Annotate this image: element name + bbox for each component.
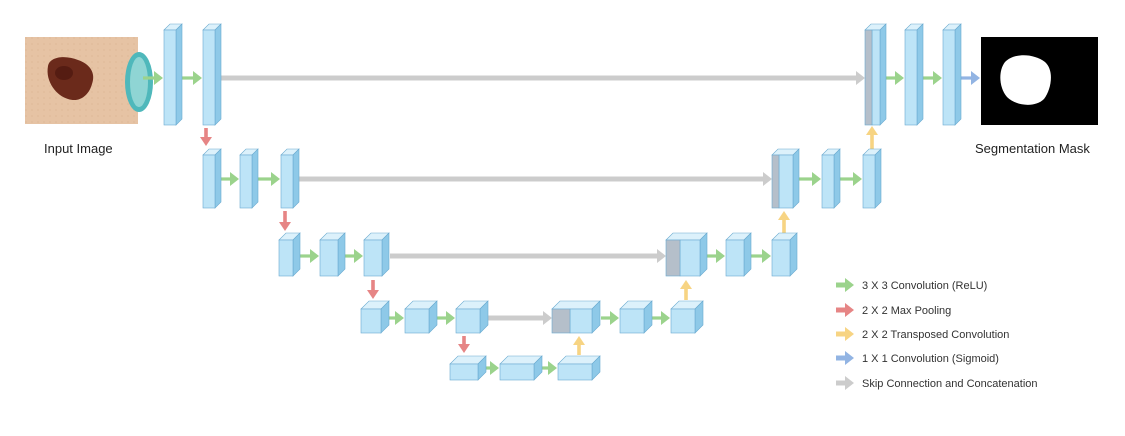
conv-arrow-l3-1 [299, 249, 319, 263]
conv-arrow-l2-2 [258, 172, 280, 186]
legend-up-arrow [836, 327, 854, 341]
block-l2-dec-2 [862, 148, 882, 209]
conv-arrow-l3-4 [751, 249, 771, 263]
block-l3-dec-2 [771, 232, 798, 277]
conv-arrow-l1-2 [885, 71, 904, 85]
legend-item-final: 1 X 1 Convolution (Sigmoid) [836, 351, 999, 365]
up-arrow-l3 [778, 211, 790, 234]
block-l4-enc-3 [455, 300, 489, 334]
block-l2-dec-1 [821, 148, 841, 209]
pool-arrow-l1 [200, 128, 212, 146]
legend-up-label: 2 X 2 Transposed Convolution [862, 329, 1009, 341]
conv-arrow-l5-2 [540, 361, 557, 375]
skip-arrow-l4 [488, 311, 552, 325]
block-l4-enc-1 [360, 300, 390, 334]
legend-final-arrow [836, 351, 854, 365]
final-conv-arrow [961, 71, 980, 85]
block-l1-dec-1 [904, 23, 924, 126]
conv-arrow-l4-4 [651, 311, 670, 325]
conv-arrow-l5-1 [482, 361, 499, 375]
conv-arrow-l1-3 [922, 71, 942, 85]
input-image [25, 37, 153, 124]
input-image-label: Input Image [44, 141, 113, 156]
legend-final-label: 1 X 1 Convolution (Sigmoid) [862, 353, 999, 365]
conv-arrow-l2-1 [220, 172, 239, 186]
block-l1-concat [864, 23, 887, 126]
mask-shape [1000, 55, 1051, 105]
block-l2-enc-1 [202, 148, 222, 209]
block-l3-enc-3 [363, 232, 390, 277]
block-l5-3 [557, 355, 601, 381]
block-l1-enc-1 [163, 23, 183, 126]
skip-arrow-l1 [220, 71, 865, 85]
block-l3-concat [665, 232, 708, 277]
block-l2-enc-3 [280, 148, 300, 209]
block-l1-dec-2 [942, 23, 962, 126]
conv-arrow-l2-3 [799, 172, 821, 186]
pool-arrow-l2 [279, 211, 291, 231]
block-l2-enc-2 [239, 148, 259, 209]
legend-skip-label: Skip Connection and Concatenation [862, 378, 1038, 390]
block-l5-1 [449, 355, 487, 381]
block-l4-enc-2 [404, 300, 438, 334]
legend-item-up: 2 X 2 Transposed Convolution [836, 327, 1009, 341]
block-l3-dec-1 [725, 232, 752, 277]
skip-arrow-l2 [299, 172, 772, 186]
block-l4-dec-2 [670, 300, 704, 334]
legend-conv-arrow [836, 278, 854, 292]
conv-arrow-l2-4 [840, 172, 862, 186]
block-l2-concat [771, 148, 800, 209]
legend-pool-label: 2 X 2 Max Pooling [862, 305, 951, 317]
conv-arrow-input [143, 71, 163, 85]
legend-skip-arrow [836, 376, 854, 390]
pool-arrow-l3 [367, 280, 379, 299]
legend-item-conv: 3 X 3 Convolution (ReLU) [836, 278, 987, 292]
legend-item-skip: Skip Connection and Concatenation [836, 376, 1038, 390]
conv-arrow-l4-3 [601, 311, 619, 325]
up-arrow-l4 [680, 280, 692, 300]
conv-arrow-l1-1 [181, 71, 202, 85]
skip-arrow-l3 [390, 249, 666, 263]
block-l4-concat [551, 300, 601, 334]
block-l3-enc-2 [319, 232, 346, 277]
conv-arrow-l3-3 [707, 249, 725, 263]
block-l1-enc-2 [202, 23, 222, 126]
conv-arrow-l4-1 [387, 311, 404, 325]
legend-item-pool: 2 X 2 Max Pooling [836, 303, 951, 317]
up-arrow-l2 [866, 126, 878, 150]
block-l4-dec-1 [619, 300, 653, 334]
up-arrow-l5 [573, 336, 585, 355]
block-l3-enc-1 [278, 232, 301, 277]
legend-pool-arrow [836, 303, 854, 317]
conv-arrow-l3-2 [344, 249, 363, 263]
segmentation-mask-label: Segmentation Mask [975, 141, 1090, 156]
legend-conv-label: 3 X 3 Convolution (ReLU) [862, 280, 987, 292]
conv-arrow-l4-2 [435, 311, 455, 325]
segmentation-mask-image [981, 37, 1098, 125]
block-l5-2 [499, 355, 543, 381]
legend: 3 X 3 Convolution (ReLU) 2 X 2 Max Pooli… [836, 278, 1038, 390]
pool-arrow-l4 [458, 336, 470, 353]
